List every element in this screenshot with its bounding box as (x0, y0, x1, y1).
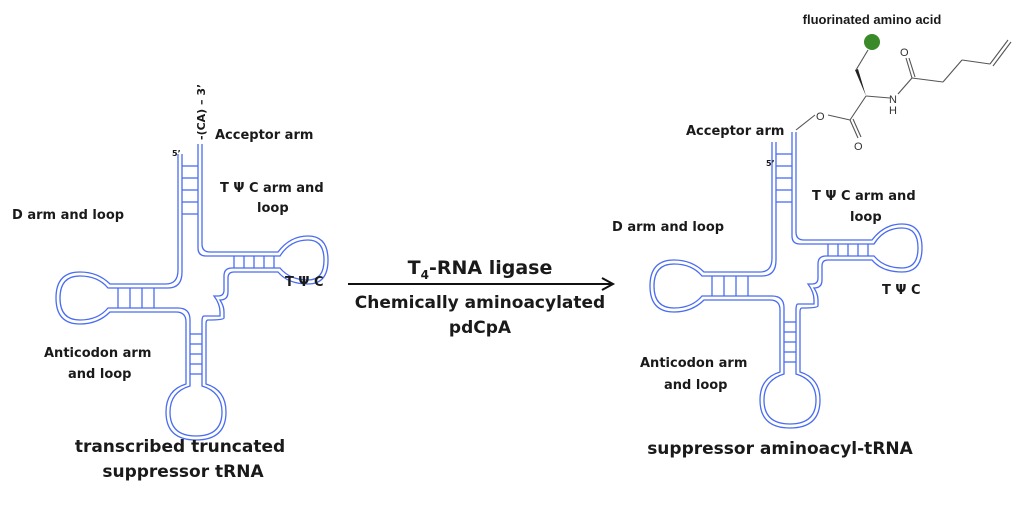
right-tpsic-arm-label: T Ψ C arm and (812, 189, 916, 204)
amino-acid-structure (795, 39, 1012, 139)
right-d-arm-label: D arm and loop (612, 220, 724, 235)
right-tpsic-loop-label: T Ψ C (882, 283, 921, 298)
amino-acid-label: fluorinated amino acid (803, 12, 942, 27)
left-anticodon-label-2: and loop (68, 367, 131, 382)
left-tpsic-loop-label: T Ψ C (285, 275, 324, 290)
left-caption-2: suppressor tRNA (102, 462, 264, 482)
ester-oxygen: O (816, 111, 825, 123)
amide-oxygen: O (900, 47, 909, 59)
right-five-prime-label: 5’ (766, 159, 775, 168)
reagent-label-2: pdCpA (449, 318, 512, 338)
reagent-label: Chemically aminoacylated (355, 293, 605, 313)
amide-nitrogen: N (889, 94, 897, 106)
right-anticodon-label-2: and loop (664, 378, 727, 393)
left-tpsic-arm-label: T Ψ C arm and (220, 181, 324, 196)
right-anticodon-label: Anticodon arm (640, 356, 747, 371)
fluorine-marker-icon (864, 34, 880, 50)
right-tpsic-arm-label-2: loop (850, 210, 882, 225)
right-acceptor-arm-label: Acceptor arm (686, 124, 784, 139)
left-d-arm-label: D arm and loop (12, 208, 124, 223)
left-five-prime-label: 5’ (172, 149, 181, 158)
left-caption: transcribed truncated (75, 437, 285, 457)
left-acceptor-arm-label: Acceptor arm (215, 128, 313, 143)
amide-hydrogen: H (889, 105, 897, 117)
left-tpsic-arm-label-2: loop (257, 201, 289, 216)
left-anticodon-label: Anticodon arm (44, 346, 151, 361)
reaction-arrow (348, 277, 616, 291)
carbonyl-oxygen: O (854, 141, 863, 153)
left-three-prime-label: -(CA) – 3’ (195, 84, 208, 140)
right-caption: suppressor aminoacyl-tRNA (647, 439, 913, 459)
enzyme-label: T4-RNA ligase (408, 257, 553, 282)
